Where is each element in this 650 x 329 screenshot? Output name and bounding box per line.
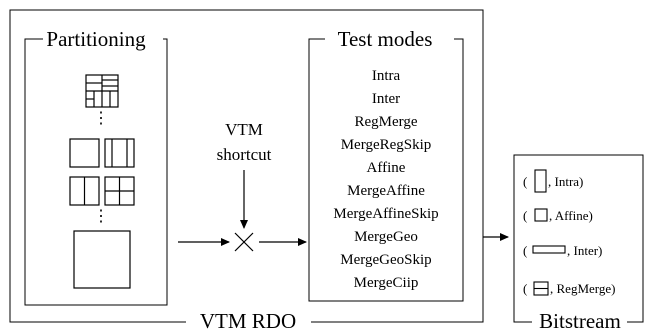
bitstream-entry: ( , Intra) [523,169,583,193]
block-tall-narrow-icon [534,169,547,193]
test-modes-list: Intra Inter RegMerge MergeRegSkip Affine… [333,68,438,291]
test-mode-item: MergeGeoSkip [340,252,431,268]
bitstream-entry-mode: , Intra) [548,174,583,189]
partition-ternary-vertical-icon [104,138,135,168]
partition-large-block-icon [73,230,131,289]
shortcut-label-line1: VTM [225,120,263,139]
test-mode-item: MergeGeo [354,229,418,245]
partition-ellipsis-bottom: ⋮ [93,208,109,225]
block-square-icon [534,208,548,222]
shortcut-label-line2: shortcut [217,145,272,164]
test-modes-title: Test modes [338,27,433,51]
test-mode-item: MergeAffineSkip [333,206,438,222]
block-wide-flat-icon [532,245,566,254]
bitstream-entry-mode: , Inter) [567,243,602,258]
shortcut-cross-icon [234,232,254,252]
bitstream-entry-mode: , RegMerge) [550,281,615,296]
test-mode-item: MergeRegSkip [341,137,432,153]
bitstream-entry: ( , Affine) [523,208,593,223]
test-mode-item: Intra [372,68,401,84]
test-modes-frame: Test modes Intra Inter RegMerge MergeReg… [308,27,464,302]
test-mode-item: MergeCiip [354,275,419,291]
bitstream-entry-open-paren: ( [523,174,527,189]
partition-ellipsis-top: ⋮ [93,110,109,127]
test-mode-item: MergeAffine [347,183,425,199]
partition-no-split-icon [69,138,100,168]
test-mode-item: Inter [372,91,400,107]
bitstream-entry: ( , RegMerge) [523,281,615,296]
bitstream-title: Bitstream [539,309,621,329]
bitstream-entry: ( , Inter) [523,243,602,258]
shortcut-group: VTM shortcut [178,120,307,252]
partition-quad-split-icon [85,74,119,108]
bitstream-entry-open-paren: ( [523,281,527,296]
block-horizontal-split-icon [533,281,549,296]
partition-quad-icon [104,176,135,206]
vtm-rdo-frame: VTM RDO [9,9,484,329]
partitioning-title: Partitioning [46,27,146,51]
partition-binary-vertical-icon [69,176,100,206]
bitstream-entry-open-paren: ( [523,208,527,223]
bitstream-entry-open-paren: ( [523,243,527,258]
bitstream-frame: Bitstream ( , Intra) ( , Affine) ( , Int… [513,154,644,329]
vtm-rdo-title: VTM RDO [200,309,296,329]
bitstream-entry-mode: , Affine) [549,208,593,223]
test-mode-item: RegMerge [354,114,417,130]
partitioning-frame: Partitioning ⋮ [24,27,168,306]
test-mode-item: Affine [367,160,406,176]
